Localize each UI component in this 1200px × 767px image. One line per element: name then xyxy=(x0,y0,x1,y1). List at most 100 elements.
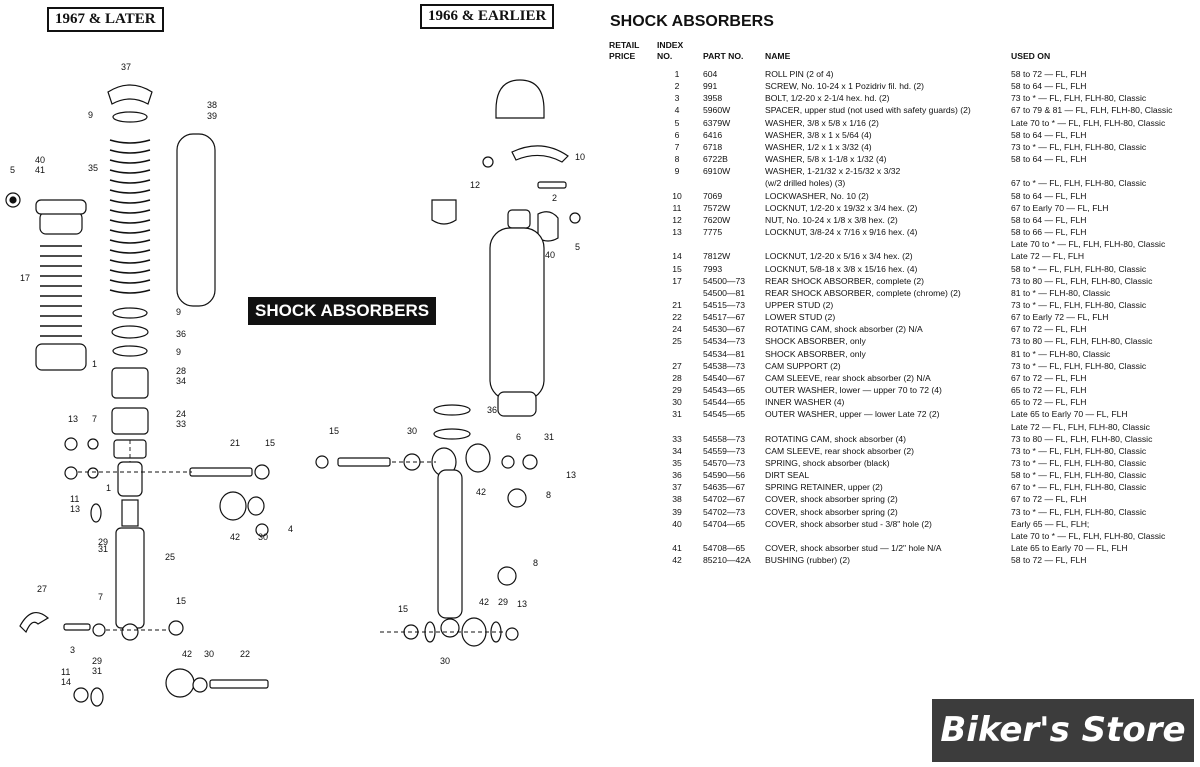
index-cell: 37 xyxy=(672,482,682,493)
callout-number: 7 xyxy=(98,592,103,602)
name-cell: (w/2 drilled holes) (3) xyxy=(765,178,846,189)
index-cell: 4 xyxy=(674,105,680,116)
parts-table: RETAIL PRICE INDEX NO. PART NO. NAME USE… xyxy=(606,40,1196,566)
used-on-cell: 67 to * — FL, FLH, FLH-80, Classic xyxy=(1011,178,1147,189)
price-cell xyxy=(606,530,654,542)
used-on-cell: 58 to 64 — FL, FLH xyxy=(1011,129,1087,140)
price-cell xyxy=(606,542,654,554)
bikers-store-logo: Biker's Store xyxy=(932,699,1194,762)
price-cell xyxy=(606,348,654,360)
index-cell: 33 xyxy=(672,433,682,444)
part-number-cell xyxy=(700,238,762,250)
callout-number: 41 xyxy=(35,165,45,175)
index-cell: 39 xyxy=(672,506,682,517)
used-on-cell: 58 to 72 — FL, FLH xyxy=(1011,69,1087,79)
index-cell: 8 xyxy=(674,154,680,165)
index-cell: 40 xyxy=(672,518,682,529)
price-cell xyxy=(606,68,654,80)
used-on-cell: 73 to * — FL, FLH, FLH-80, Classic xyxy=(1011,458,1147,468)
index-cell: 14 xyxy=(672,251,682,262)
used-on-cell: Late 72 — FL, FLH, FLH-80, Classic xyxy=(1011,421,1150,432)
index-cell: 21 xyxy=(672,299,682,310)
index-cell xyxy=(654,348,700,360)
part-number-cell: 54515—73 xyxy=(703,299,746,310)
used-on-cell: 73 to 80 — FL, FLH, FLH-80, Classic xyxy=(1011,336,1153,347)
index-cell: 38 xyxy=(672,494,682,505)
index-cell: 30 xyxy=(672,397,682,408)
price-cell xyxy=(606,80,654,92)
price-cell xyxy=(606,177,654,189)
part-number-cell: 54702—67 xyxy=(703,494,746,505)
index-cell: 5 xyxy=(674,117,680,128)
callout-number: 42 xyxy=(476,487,486,497)
index-cell: 29 xyxy=(672,385,682,396)
callout-number: 9 xyxy=(176,347,181,357)
price-cell xyxy=(606,445,654,457)
part-number-cell: 54558—73 xyxy=(703,433,746,444)
index-cell: 36 xyxy=(672,470,682,481)
used-on-cell: 73 to * — FL, FLH, FLH-80, Classic xyxy=(1011,93,1147,104)
callout-number: 28 xyxy=(176,366,186,376)
used-on-cell: 58 to 64 — FL, FLH xyxy=(1011,190,1087,201)
callout-number: 21 xyxy=(230,438,240,448)
index-cell: 31 xyxy=(672,409,682,420)
table-row: (w/2 drilled holes) (3) 67 to * — FL, FLH… xyxy=(606,177,1196,189)
part-number-cell: 54538—73 xyxy=(703,360,746,371)
used-on-cell: 58 to 64 — FL, FLH xyxy=(1011,214,1087,225)
name-cell xyxy=(762,421,1008,433)
callout-number: 24 xyxy=(176,409,186,419)
part-number-cell: 6718 xyxy=(703,141,723,152)
table-row: Late 70 to * — FL, FLH, FLH-80, Classic xyxy=(606,238,1196,250)
price-cell xyxy=(606,360,654,372)
callout-number: 5 xyxy=(10,165,15,175)
callout-number: 17 xyxy=(20,273,30,283)
callout-number: 2 xyxy=(552,193,557,203)
part-number-cell: 54545—65 xyxy=(703,409,746,420)
callout-number: 10 xyxy=(575,152,585,162)
used-on-cell: 73 to * — FL, FLH, FLH-80, Classic xyxy=(1011,141,1147,152)
callout-number: 35 xyxy=(88,163,98,173)
index-cell: 34 xyxy=(672,445,682,456)
used-on-cell: 81 to * — FLH-80, Classic xyxy=(1011,348,1111,359)
index-cell: 27 xyxy=(672,360,682,371)
part-number-cell: 54530—67 xyxy=(703,324,746,335)
index-cell: 7 xyxy=(674,141,680,152)
callout-number: 33 xyxy=(176,419,186,429)
later-shock-assembly xyxy=(5,84,270,707)
header-name: NAME xyxy=(765,51,791,61)
callout-number: 42 xyxy=(479,597,489,607)
name-cell: SCREW, No. 10-24 x 1 Pozidriv fil. hd. (… xyxy=(765,81,925,92)
callout-number: 39 xyxy=(207,111,217,121)
used-on-cell: Late 72 — FL, FLH xyxy=(1011,251,1085,262)
part-number-cell: 54635—67 xyxy=(703,482,746,493)
price-cell xyxy=(606,141,654,153)
used-on-cell: 73 to * — FL, FLH, FLH-80, Classic xyxy=(1011,299,1147,310)
callout-number: 8 xyxy=(546,490,551,500)
used-on-cell: 58 to 64 — FL, FLH xyxy=(1011,81,1087,92)
callout-number: 13 xyxy=(70,504,80,514)
name-cell: BOLT, 1/2-20 x 2-1/4 hex. hd. (2) xyxy=(765,93,890,104)
name-cell: COVER, shock absorber spring (2) xyxy=(765,506,898,517)
index-cell: 28 xyxy=(672,372,682,383)
name-cell: CAM SLEEVE, rear shock absorber (2) N/A xyxy=(765,372,931,383)
callout-number: 9 xyxy=(176,307,181,317)
callout-number: 11 xyxy=(61,667,70,677)
used-on-cell: 58 to * — FL, FLH, FLH-80, Classic xyxy=(1011,470,1147,481)
callout-number: 30 xyxy=(440,656,450,666)
callout-number: 15 xyxy=(176,596,186,606)
callout-number: 36 xyxy=(487,405,497,415)
used-on-cell: Early 65 — FL, FLH; xyxy=(1011,518,1090,529)
price-cell xyxy=(606,323,654,335)
index-cell: 42 xyxy=(672,555,682,566)
index-cell: 25 xyxy=(672,336,682,347)
part-number-cell: 54534—81 xyxy=(703,348,746,359)
